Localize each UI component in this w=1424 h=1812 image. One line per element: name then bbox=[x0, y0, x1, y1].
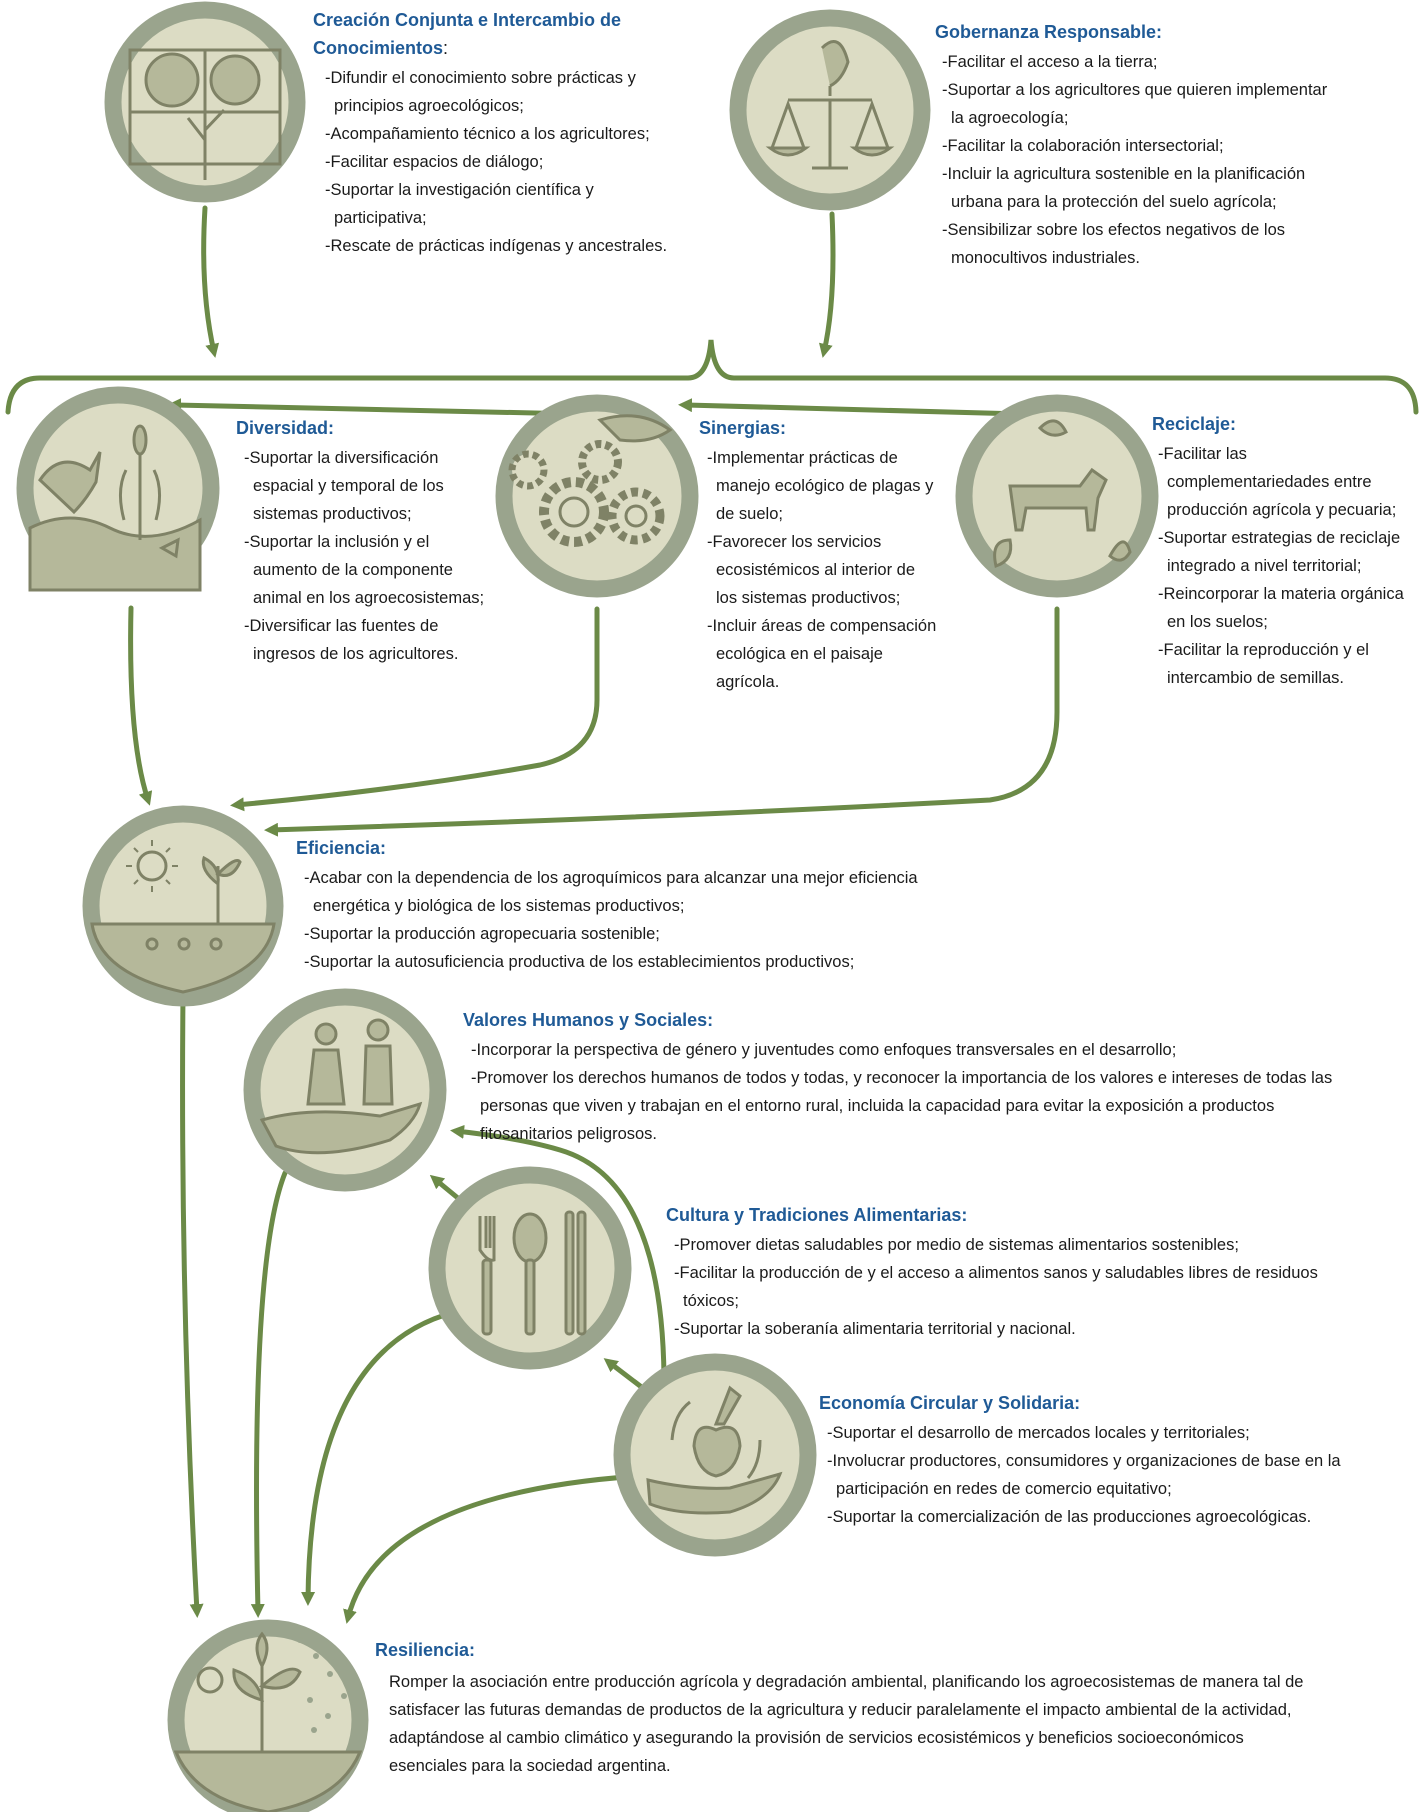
arrow-sinergias-eficiencia bbox=[230, 606, 600, 812]
node-title: Gobernanza Responsable: bbox=[935, 22, 1163, 42]
list-item: -Suportar la investigación científica y … bbox=[325, 181, 594, 227]
list-item: -Promover dietas saludables por medio de… bbox=[674, 1236, 1239, 1254]
node-economia-circle bbox=[613, 1353, 817, 1557]
list-item: -Suportar a los agricultores que quieren… bbox=[942, 81, 1328, 127]
node-title: Eficiencia: bbox=[296, 838, 387, 858]
list-item: -Facilitar la colaboración intersectoria… bbox=[942, 137, 1224, 155]
list-item: -Suportar la autosuficiencia productiva … bbox=[304, 953, 855, 971]
node-items: -Suportar el desarrollo de mercados loca… bbox=[827, 1419, 1354, 1531]
list-item: -Incorporar la perspectiva de género y j… bbox=[471, 1041, 1177, 1059]
node-conocimiento-circle bbox=[104, 1, 306, 203]
list-item: -Rescate de prácticas indígenas y ancest… bbox=[325, 237, 668, 255]
node-description: Romper la asociación entre producción ag… bbox=[389, 1673, 1304, 1775]
node-cultura: Cultura y Tradiciones Alimentarias: -Pro… bbox=[666, 1201, 1372, 1343]
node-title: Reciclaje: bbox=[1152, 414, 1237, 434]
arrow-gobernanza-to-brace bbox=[818, 211, 836, 358]
node-diversidad-circle bbox=[16, 386, 220, 592]
arrow-sinergias-reciclaje bbox=[678, 398, 1028, 421]
node-items: -Facilitar las complementariedades entre… bbox=[1158, 440, 1410, 692]
list-item: -Suportar estrategias de reciclaje integ… bbox=[1158, 529, 1401, 575]
node-items: -Suportar la diversificación espacial y … bbox=[244, 444, 488, 668]
apple-hand-icon bbox=[646, 1385, 783, 1515]
node-items: -Acabar con la dependencia de los agroqu… bbox=[304, 864, 996, 976]
list-item: -Diversificar las fuentes de ingresos de… bbox=[244, 617, 459, 663]
cow-leaves-icon bbox=[993, 419, 1132, 568]
node-diversidad: Diversidad: -Suportar la diversificación… bbox=[236, 414, 488, 668]
node-title: Sinergias: bbox=[699, 418, 787, 438]
list-item: -Suportar la producción agropecuaria sos… bbox=[304, 925, 660, 943]
node-items: -Implementar prácticas de manejo ecológi… bbox=[707, 444, 939, 696]
node-gobernanza-circle bbox=[729, 9, 931, 211]
list-item: -Reincorporar la materia orgánica en los… bbox=[1158, 585, 1404, 631]
node-valores: Valores Humanos y Sociales: -Incorporar … bbox=[463, 1006, 1343, 1148]
list-item: -Involucrar productores, consumidores y … bbox=[827, 1452, 1341, 1498]
node-resiliencia-circle bbox=[167, 1619, 369, 1812]
goat-crops-icon bbox=[28, 424, 202, 592]
list-item: -Suportar la comercialización de las pro… bbox=[827, 1508, 1312, 1526]
node-title: Resiliencia: bbox=[375, 1640, 476, 1660]
brace-bracket bbox=[5, 339, 1419, 415]
list-item: -Suportar la inclusión y el aumento de l… bbox=[244, 533, 485, 607]
list-item: -Acompañamiento técnico a los agricultor… bbox=[325, 125, 650, 143]
list-item: -Sensibilizar sobre los efectos negativo… bbox=[942, 221, 1286, 267]
arrow-economia-valores bbox=[450, 1124, 667, 1380]
node-title: Cultura y Tradiciones Alimentarias: bbox=[666, 1205, 968, 1225]
node-economia: Economía Circular y Solidaria: -Suportar… bbox=[819, 1389, 1354, 1531]
arrow-valores-resiliencia bbox=[250, 1170, 288, 1618]
list-item: -Incluir la agricultura sostenible en la… bbox=[942, 165, 1306, 211]
arrow-conocimiento-to-brace bbox=[201, 205, 220, 358]
list-item: -Facilitar la producción de y el acceso … bbox=[674, 1264, 1318, 1310]
farmers-hand-icon bbox=[259, 1018, 423, 1155]
node-cultura-circle bbox=[428, 1166, 632, 1370]
list-item: -Facilitar espacios de diálogo; bbox=[325, 153, 544, 171]
node-reciclaje: Reciclaje: -Facilitar las complementarie… bbox=[1152, 410, 1410, 692]
list-item: -Suportar la diversificación espacial y … bbox=[244, 449, 444, 523]
node-conocimiento: Creación Conjunta e Intercambio de Conoc… bbox=[313, 6, 685, 260]
node-title: Economía Circular y Solidaria: bbox=[819, 1393, 1081, 1413]
arrow-diversidad-eficiencia bbox=[128, 605, 153, 806]
list-item: -Suportar la soberanía alimentaria terri… bbox=[674, 1320, 1076, 1338]
gears-icon bbox=[508, 414, 673, 547]
node-title: Diversidad: bbox=[236, 418, 335, 438]
cutlery-icon bbox=[478, 1210, 587, 1336]
trees-icon bbox=[128, 48, 282, 180]
node-sinergias-circle bbox=[495, 394, 699, 598]
node-items: -Facilitar el acceso a la tierra; -Supor… bbox=[942, 48, 1335, 272]
list-item: -Difundir el conocimiento sobre práctica… bbox=[325, 69, 636, 115]
list-item: -Facilitar las complementariedades entre… bbox=[1158, 445, 1397, 519]
scales-icon bbox=[765, 40, 895, 170]
list-item: -Facilitar el acceso a la tierra; bbox=[942, 53, 1158, 71]
node-sinergias: Sinergias: -Implementar prácticas de man… bbox=[699, 414, 939, 696]
arrow-reciclaje-eficiencia bbox=[264, 606, 1060, 837]
arrow-eficiencia-resiliencia bbox=[180, 992, 204, 1618]
node-eficiencia-circle bbox=[82, 805, 284, 1007]
node-items: -Promover dietas saludables por medio de… bbox=[674, 1231, 1372, 1343]
node-resiliencia: Resiliencia: Romper la asociación entre … bbox=[375, 1636, 1325, 1780]
list-item: -Facilitar la reproducción y el intercam… bbox=[1158, 641, 1369, 687]
node-reciclaje-circle bbox=[955, 394, 1159, 598]
list-item: -Promover los derechos humanos de todos … bbox=[471, 1069, 1333, 1143]
node-items: -Incorporar la perspectiva de género y j… bbox=[471, 1036, 1343, 1148]
node-valores-circle bbox=[243, 988, 447, 1192]
arrow-economia-resiliencia bbox=[343, 1472, 658, 1624]
list-item: -Favorecer los servicios ecosistémicos a… bbox=[707, 533, 915, 607]
arrow-cultura-resiliencia bbox=[301, 1309, 458, 1606]
list-item: -Implementar prácticas de manejo ecológi… bbox=[707, 449, 934, 523]
arrow-diversidad-sinergias bbox=[167, 398, 584, 421]
node-title: Valores Humanos y Sociales: bbox=[463, 1010, 714, 1030]
list-item: -Acabar con la dependencia de los agroqu… bbox=[304, 869, 918, 915]
plant-rain-icon bbox=[173, 1631, 363, 1812]
list-item: -Suportar el desarrollo de mercados loca… bbox=[827, 1424, 1250, 1442]
node-gobernanza: Gobernanza Responsable: -Facilitar el ac… bbox=[935, 18, 1335, 272]
list-item: -Incluir áreas de compensación ecológica… bbox=[707, 617, 937, 691]
sun-sprout-icon bbox=[90, 840, 276, 994]
node-eficiencia: Eficiencia: -Acabar con la dependencia d… bbox=[296, 834, 996, 976]
node-items: -Difundir el conocimiento sobre práctica… bbox=[325, 64, 685, 260]
node-title: Creación Conjunta e Intercambio de Conoc… bbox=[313, 10, 622, 58]
